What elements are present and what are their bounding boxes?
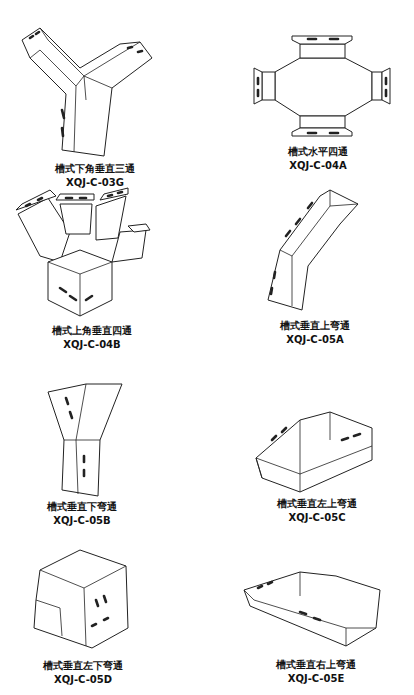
- fitting-name: 槽式下角垂直三通: [55, 163, 135, 175]
- model-code: XQJ-C-05D: [54, 674, 112, 686]
- model-code: XQJ-C-04A: [289, 160, 346, 172]
- fitting-name: 槽式垂直下弯通: [47, 501, 117, 513]
- fitting-name: 槽式垂直左下弯通: [43, 660, 123, 672]
- model-code: XQJ-C-05A: [286, 334, 343, 346]
- left-up-bend-fitting: [256, 412, 372, 492]
- fitting-name: 槽式垂直左上弯通: [277, 498, 357, 510]
- model-code: XQJ-C-05B: [53, 515, 110, 527]
- left-down-bend-fitting: [34, 550, 128, 648]
- model-code: XQJ-C-05C: [288, 512, 345, 524]
- model-code: XQJ-C-04B: [63, 339, 120, 351]
- fitting-name: 槽式上角垂直四通: [52, 325, 132, 337]
- fitting-name: 槽式水平四通: [288, 146, 348, 158]
- right-up-bend-fitting: [244, 572, 380, 646]
- four-way-fitting: [16, 188, 150, 316]
- cross-fitting: [254, 36, 390, 136]
- down-bend-fitting: [48, 384, 122, 496]
- fitting-name: 槽式垂直上弯通: [280, 320, 350, 332]
- fitting-name: 槽式垂直右上弯通: [276, 659, 356, 671]
- tee-fitting: [22, 28, 152, 156]
- model-code: XQJ-C-05E: [288, 673, 345, 685]
- model-code: XQJ-C-03G: [66, 177, 124, 189]
- up-bend-fitting: [268, 190, 358, 310]
